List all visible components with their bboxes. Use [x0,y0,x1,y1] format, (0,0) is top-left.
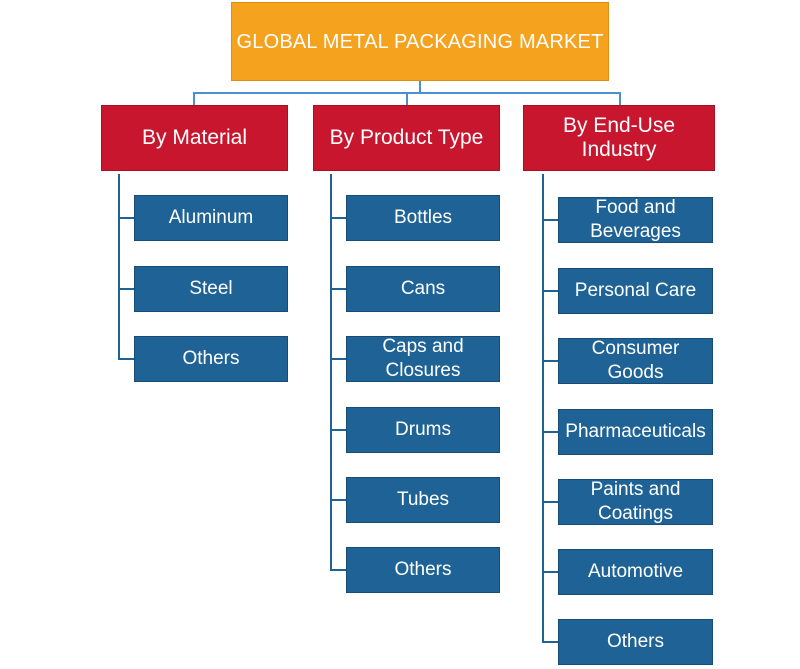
material-branch [118,174,135,360]
leaf-paints-and-coatings: Paints and Coatings [558,479,713,525]
category-by-product-type: By Product Type [313,105,500,171]
leaf-tubes: Tubes [346,477,500,523]
leaf-end-use-others: Others [558,619,713,665]
leaf-product-others: Others [346,547,500,593]
product-branch [330,174,347,571]
category-by-material: By Material [101,105,288,171]
leaf-steel: Steel [134,266,288,312]
leaf-bottles: Bottles [346,195,500,241]
leaf-material-others: Others [134,336,288,382]
leaf-pharmaceuticals: Pharmaceuticals [558,409,713,455]
enduse-branch [542,174,559,643]
category-by-end-use-industry: By End-Use Industry [523,105,715,171]
top-connectors [193,81,621,105]
leaf-food-and-beverages: Food and Beverages [558,197,713,243]
leaf-aluminum: Aluminum [134,195,288,241]
leaf-drums: Drums [346,407,500,453]
leaf-consumer-goods: Consumer Goods [558,338,713,384]
root-node-title: GLOBAL METAL PACKAGING MARKET [231,2,609,81]
leaf-personal-care: Personal Care [558,268,713,314]
leaf-automotive: Automotive [558,549,713,595]
leaf-caps-and-closures: Caps and Closures [346,336,500,382]
leaf-cans: Cans [346,266,500,312]
